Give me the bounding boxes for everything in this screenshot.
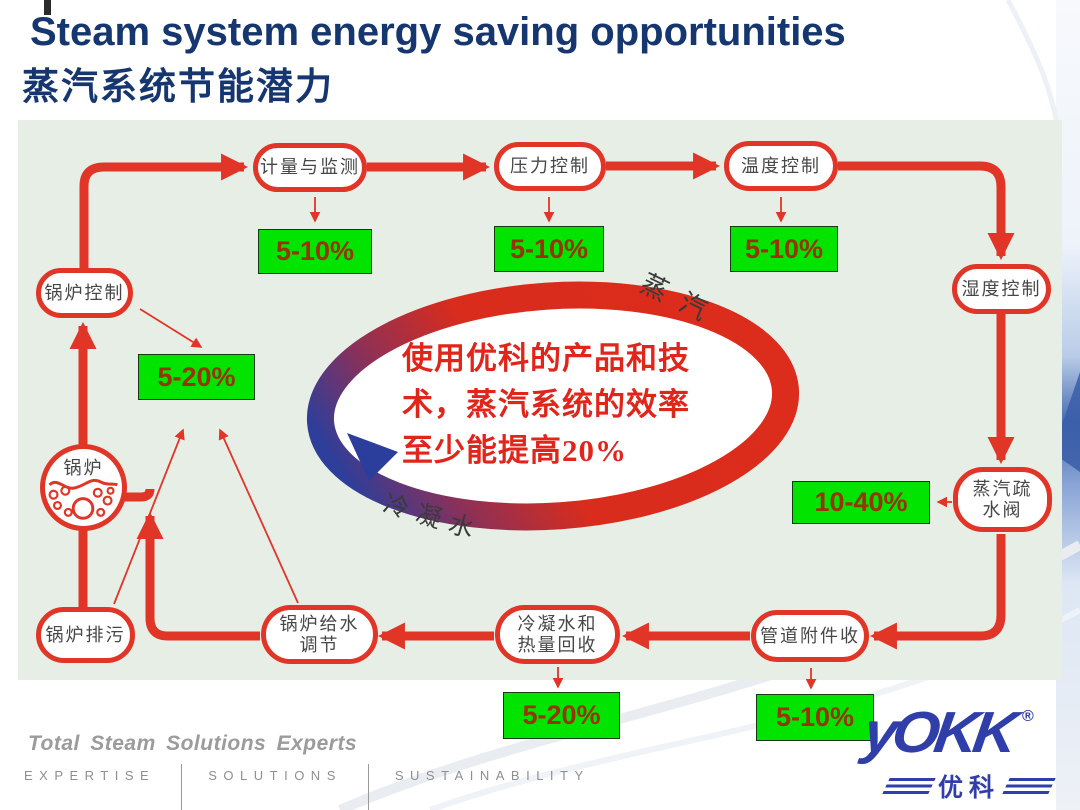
saving-badge-boiler-group: 5-20% — [138, 354, 255, 400]
node-pressure-control: 压力控制 — [494, 142, 606, 191]
node-boiler: 锅炉 — [40, 444, 127, 531]
node-label: 蒸汽疏 — [972, 478, 1033, 499]
scan-artifact-tick — [44, 0, 51, 15]
node-label: 锅炉排污 — [45, 624, 126, 645]
node-temperature-control: 温度控制 — [724, 141, 838, 191]
node-label: 温度控制 — [741, 155, 821, 176]
value-expertise: EXPERTISE — [24, 768, 156, 783]
slide-title-chinese: 蒸汽系统节能潜力 — [22, 67, 334, 108]
node-condensate-heat-recovery: 冷凝水和 热量回收 — [495, 605, 620, 664]
values-divider — [367, 764, 369, 810]
registered-trademark-icon: ® — [1022, 708, 1034, 725]
saving-badge-pipe-fittings: 5-10% — [756, 694, 874, 741]
center-message-line2: 术，蒸汽系统的效率 — [402, 387, 690, 422]
center-message-line3: 至少能提高20% — [402, 433, 627, 468]
node-boiler-control: 锅炉控制 — [36, 268, 133, 318]
logo-speedlines-right-icon — [1002, 778, 1056, 794]
saving-badge-temperature: 5-10% — [730, 226, 838, 272]
boiler-water-bubbles-icon — [48, 478, 119, 520]
node-label: 湿度控制 — [961, 278, 1042, 299]
node-label: 调节 — [299, 634, 340, 655]
saving-badge-steam-trap: 10-40% — [792, 481, 930, 524]
node-metering-monitoring: 计量与监测 — [253, 143, 367, 192]
node-label: 热量回收 — [517, 634, 598, 655]
saving-badge-condensate: 5-20% — [503, 692, 620, 739]
values-divider — [181, 764, 183, 810]
center-message-line1: 使用优科的产品和技 — [402, 341, 690, 376]
yoke-logo: yOKK ® 优科 — [859, 696, 1080, 808]
saving-badge-metering: 5-10% — [258, 229, 372, 274]
center-message: 使用优科的产品和技 术，蒸汽系统的效率 至少能提高20% — [402, 336, 752, 474]
saving-badge-pressure: 5-10% — [494, 226, 604, 272]
node-label: 冷凝水和 — [517, 613, 598, 634]
value-sustainability: SUSTAINABILITY — [394, 768, 590, 783]
node-humidity-control: 湿度控制 — [952, 264, 1051, 314]
node-label: 水阀 — [982, 499, 1023, 520]
company-tagline: Total Steam Solutions Experts — [28, 732, 358, 755]
yoke-chinese-name: 优科 — [938, 774, 1001, 802]
node-label: 计量与监测 — [260, 157, 360, 178]
yoke-wordmark: yOKK — [859, 700, 1017, 765]
node-feedwater-regulation: 锅炉给水 调节 — [261, 605, 378, 664]
node-label: 锅炉控制 — [44, 282, 125, 303]
node-pipe-fittings: 管道附件收 — [751, 610, 869, 662]
logo-speedlines-left-icon — [882, 778, 936, 794]
value-solutions: SOLUTIONS — [208, 768, 342, 783]
node-steam-trap: 蒸汽疏 水阀 — [953, 467, 1052, 532]
yoke-chinese-row: 优科 — [882, 768, 1056, 804]
company-values-row: EXPERTISE SOLUTIONS SUSTAINABILITY — [24, 764, 590, 810]
node-label: 锅炉 — [63, 458, 104, 478]
node-boiler-blowdown: 锅炉排污 — [36, 607, 135, 663]
node-label: 压力控制 — [510, 156, 590, 177]
slide-title-english: Steam system energy saving opportunities — [30, 10, 846, 54]
node-label: 管道附件收 — [760, 625, 860, 646]
node-label: 锅炉给水 — [279, 613, 360, 634]
